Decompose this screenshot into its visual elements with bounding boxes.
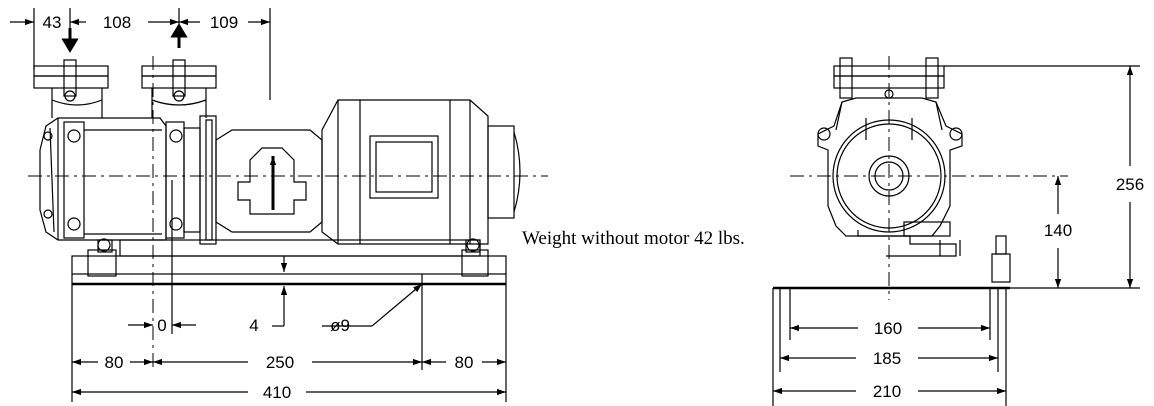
dim-outlet-to-center: 109 (210, 13, 238, 32)
dim-nozzle-spacing: 108 (103, 13, 131, 32)
top-dimensions (10, 8, 271, 100)
front-stand (773, 221, 1011, 290)
dim-foot-bolts: 160 (874, 319, 902, 338)
flow-arrows (61, 23, 188, 53)
dim-bolt-spacing: 250 (266, 353, 294, 372)
dim-shaft-height: 140 (1044, 221, 1072, 240)
front-view (772, 56, 1140, 406)
inlet-flange (33, 59, 109, 97)
dim-end-left: 80 (105, 353, 124, 372)
dim-inlet-offset: 43 (43, 13, 62, 32)
dim-height-total: 256 (1116, 175, 1144, 194)
motor (321, 99, 521, 245)
dim-foot-width: 185 (873, 349, 901, 368)
pump-body (39, 88, 217, 245)
outlet-flange (141, 59, 217, 97)
weight-note: Weight without motor 42 lbs. (522, 228, 745, 249)
dim-base-gap: 4 (249, 316, 258, 335)
side-view (10, 8, 548, 402)
dim-overall-length: 410 (263, 383, 291, 402)
coupling-guard (215, 129, 323, 233)
front-right-dimensions (944, 65, 1140, 289)
bottom-dimensions (71, 180, 507, 402)
dim-hole-diameter: ø9 (330, 316, 350, 335)
dim-offset-zero: 0 (157, 316, 166, 335)
side-feet (87, 238, 489, 277)
dim-base-width: 210 (873, 382, 901, 401)
dim-end-right: 80 (455, 353, 474, 372)
front-casing (817, 97, 963, 237)
front-bottom-dimensions (772, 288, 1007, 406)
side-base-plate (71, 255, 507, 286)
